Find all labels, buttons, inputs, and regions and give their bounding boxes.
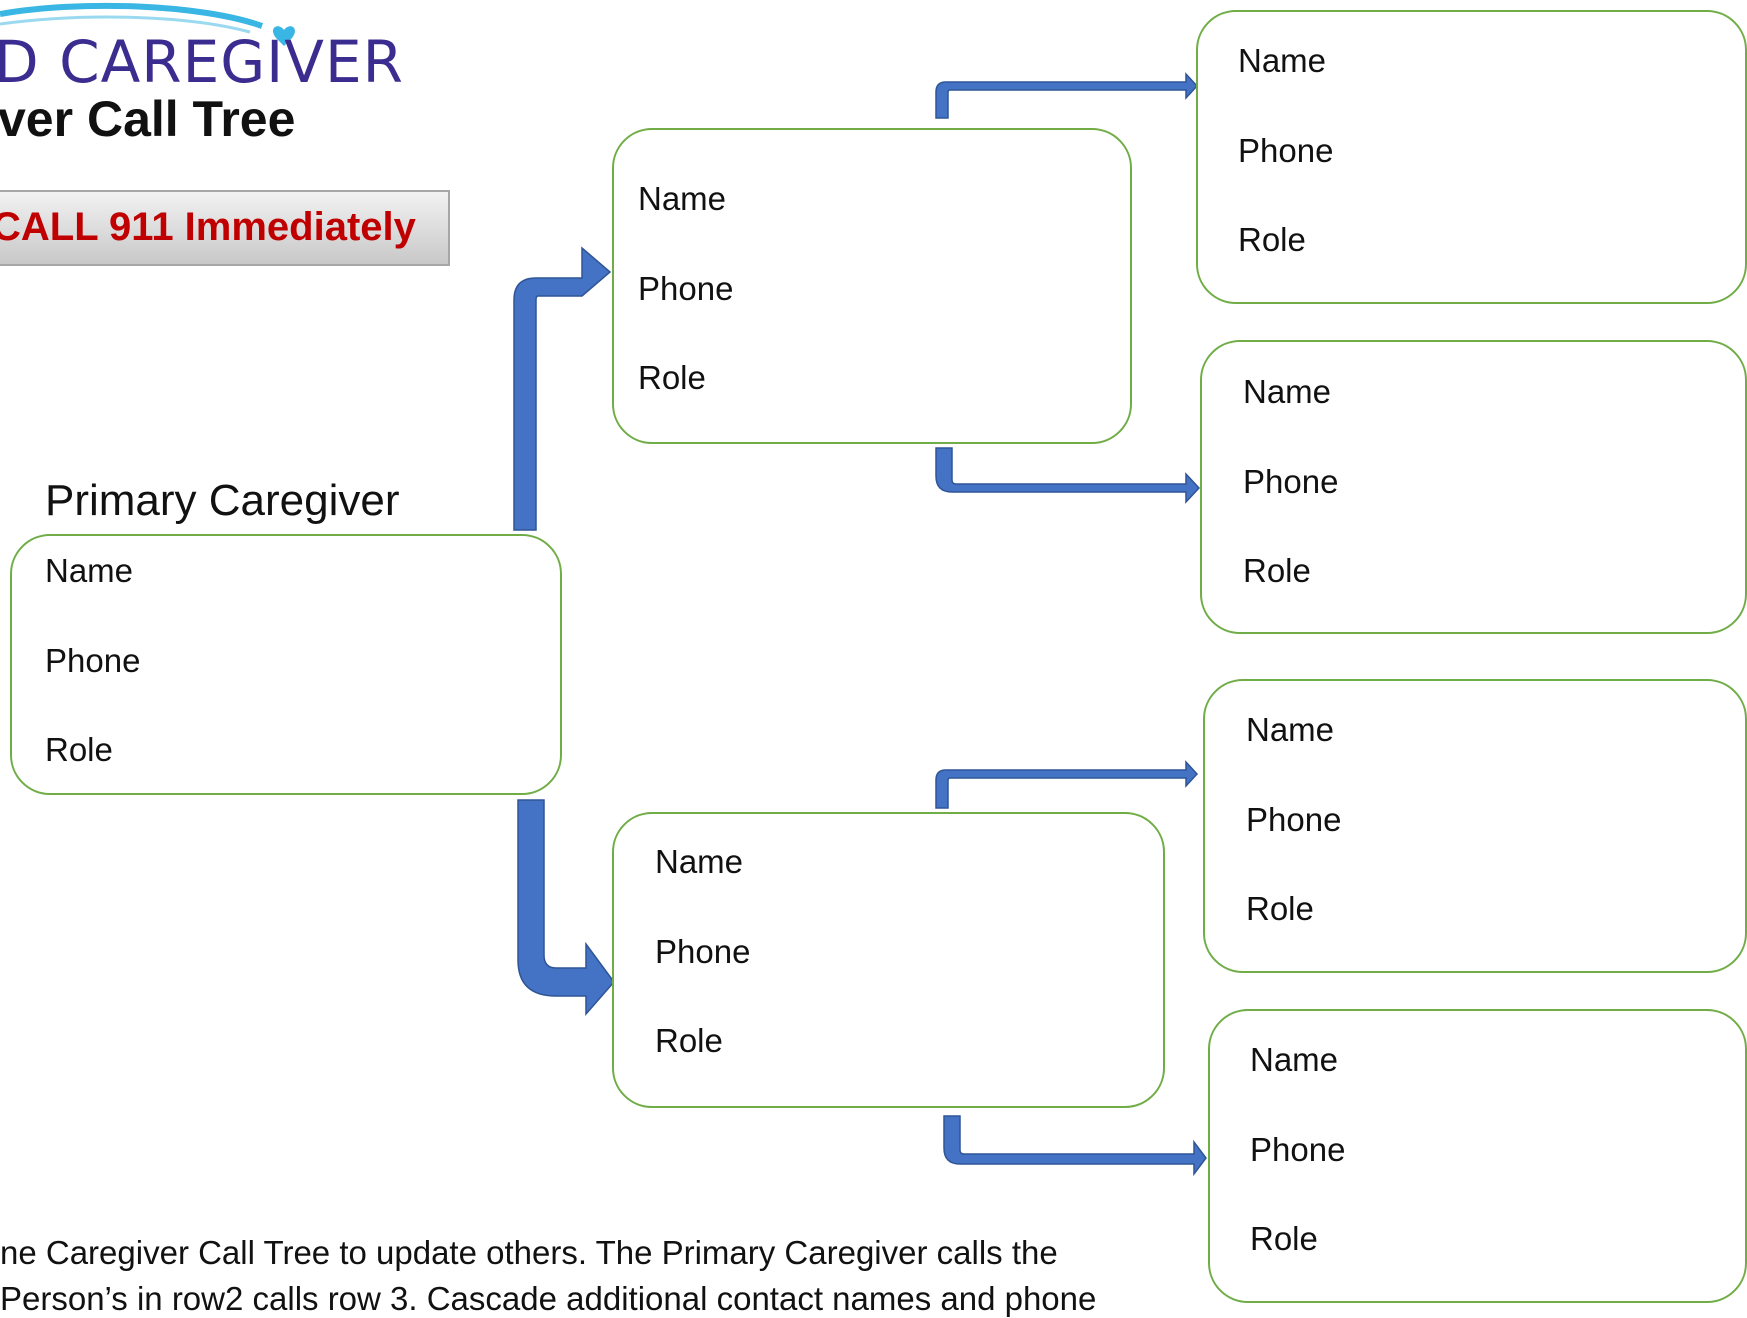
arrow-to-row2-top	[513, 246, 612, 531]
role-field: Role	[45, 731, 113, 768]
row3-card-4: Name Phone Role	[1208, 1009, 1747, 1303]
arrow-to-row2-bottom	[517, 799, 615, 1016]
page-title: ver Call Tree	[0, 91, 296, 147]
phone-field: Phone	[638, 270, 734, 307]
phone-field: Phone	[1238, 132, 1334, 169]
name-field: Name	[638, 180, 727, 217]
arrow-to-row3-c	[935, 760, 1199, 809]
phone-field: Phone	[655, 933, 751, 970]
row2-card-top: Name Phone Role	[612, 128, 1132, 444]
footer-instructions-line1: ne Caregiver Call Tree to update others.…	[0, 1234, 1058, 1271]
footer-instructions-line2: Person’s in row2 calls row 3. Cascade ad…	[0, 1280, 1097, 1317]
alert-banner: CALL 911 Immediately	[0, 190, 450, 266]
arrow-to-row3-d	[943, 1115, 1207, 1177]
role-field: Role	[655, 1022, 723, 1059]
arrow-to-row3-a	[935, 72, 1199, 119]
role-field: Role	[1246, 890, 1314, 927]
role-field: Role	[1238, 221, 1306, 258]
primary-caregiver-card: Name Phone Role	[10, 534, 562, 795]
role-field: Role	[638, 359, 706, 396]
primary-caregiver-label: Primary Caregiver	[45, 476, 400, 525]
name-field: Name	[655, 843, 744, 880]
row2-card-bottom: Name Phone Role	[612, 812, 1165, 1108]
name-field: Name	[1246, 711, 1335, 748]
name-field: Name	[1250, 1041, 1339, 1078]
phone-field: Phone	[1246, 801, 1342, 838]
row3-card-2: Name Phone Role	[1200, 340, 1747, 634]
heart-icon	[273, 26, 295, 46]
arrow-to-row3-b	[935, 447, 1201, 504]
phone-field: Phone	[1243, 463, 1339, 500]
name-field: Name	[1238, 42, 1327, 79]
alert-text: CALL 911 Immediately	[0, 205, 416, 249]
row3-card-3: Name Phone Role	[1203, 679, 1747, 973]
row3-card-1: Name Phone Role	[1196, 10, 1747, 304]
brand-logo: D CAREGIVER	[0, 0, 420, 100]
logo-swoosh	[0, 2, 295, 46]
name-field: Name	[45, 552, 134, 589]
phone-field: Phone	[1250, 1131, 1346, 1168]
name-field: Name	[1243, 373, 1332, 410]
phone-field: Phone	[45, 642, 141, 679]
logo-text: D CAREGIVER	[0, 28, 404, 96]
role-field: Role	[1250, 1220, 1318, 1257]
role-field: Role	[1243, 552, 1311, 589]
